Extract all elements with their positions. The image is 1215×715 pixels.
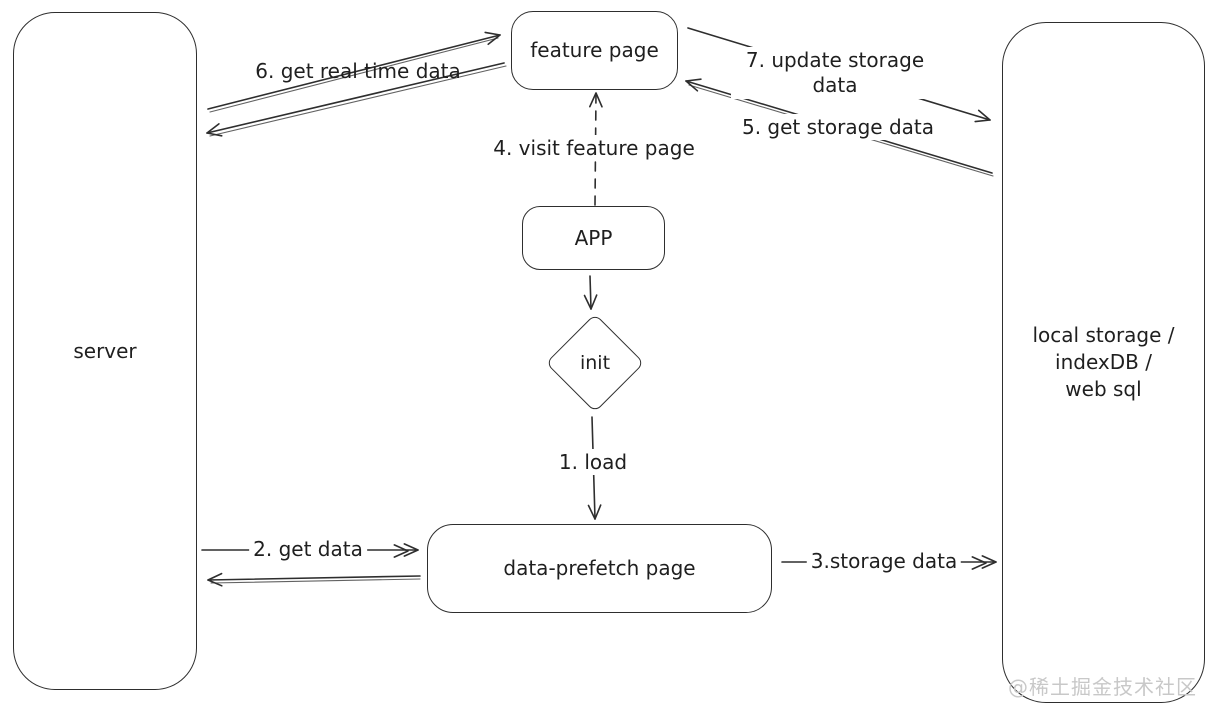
local-storage-line-1: local storage / — [1032, 323, 1175, 347]
edge-label-storage-data: 3.storage data — [806, 548, 962, 574]
node-data-prefetch-page-label: data-prefetch page — [503, 556, 696, 580]
node-server: server — [13, 12, 197, 690]
node-data-prefetch-page: data-prefetch page — [427, 524, 772, 613]
node-local-storage: local storage / indexDB / web sql — [1002, 22, 1205, 703]
arrow-real-time-return — [206, 62, 507, 137]
node-feature-page: feature page — [511, 11, 678, 90]
edge-label-load: 1. load — [554, 449, 632, 475]
edge-label-get-data: 2. get data — [249, 536, 367, 562]
local-storage-line-2: indexDB / — [1055, 350, 1152, 374]
juejin-watermark: @稀土掘金技术社区 — [1008, 675, 1197, 699]
edge-label-update-storage-data: 7. update storage data — [731, 47, 939, 99]
local-storage-line-3: web sql — [1065, 377, 1142, 401]
edge-label-get-storage-data: 5. get storage data — [737, 114, 939, 140]
node-app: APP — [522, 206, 665, 270]
arrow-get-real-time-data — [207, 31, 501, 113]
arrow-get-data-return — [207, 572, 421, 587]
edge-label-visit-feature-page: 4. visit feature page — [489, 135, 699, 161]
node-init-label-wrap: init — [560, 328, 630, 398]
edge-label-get-real-time-data: 6. get real time data — [255, 59, 461, 83]
node-server-label: server — [73, 338, 137, 363]
arrow-app-to-init — [583, 275, 598, 310]
node-init-label: init — [579, 352, 611, 374]
node-local-storage-label: local storage / indexDB / web sql — [1032, 322, 1174, 403]
node-feature-page-label: feature page — [530, 38, 659, 62]
node-app-label: APP — [574, 225, 613, 250]
